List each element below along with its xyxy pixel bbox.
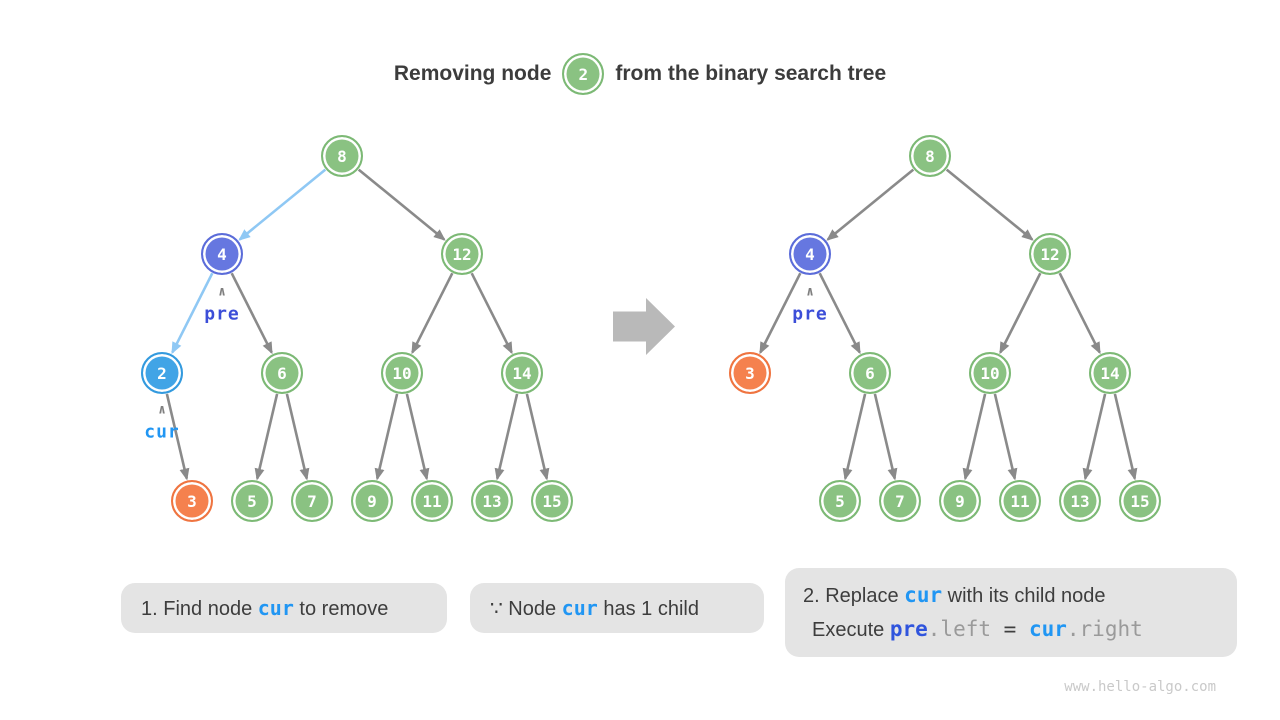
tree-node-left-4: 4 [201, 233, 243, 275]
tree-node-right-11: 11 [999, 480, 1041, 522]
tree-edge-right-4-3 [759, 272, 802, 355]
cur-keyword: cur [904, 583, 943, 607]
tree-edge-left-6-7 [285, 393, 310, 481]
tree-edge-right-8-12 [945, 168, 1034, 241]
tree-node-right-12: 12 [1029, 233, 1071, 275]
tree-node-right-4: 4 [789, 233, 831, 275]
pointer-label-pre-left: pre [204, 303, 240, 325]
tree-edge-left-10-11 [405, 393, 430, 481]
tree-edge-right-12-14 [1058, 272, 1101, 355]
title-prefix: Removing node [393, 62, 552, 85]
tree-node-left-13: 13 [471, 480, 513, 522]
pointer-label-cur-left: cur [144, 421, 180, 443]
pointer-caret-pre-right: ∧ [806, 284, 814, 300]
title-node-2: 2 [562, 53, 605, 95]
caption-3-line-1: 2. Replace cur with its child node [803, 583, 1106, 607]
caption-because: ∵ Node cur has 1 child [470, 583, 764, 633]
pre-keyword: pre [889, 617, 928, 641]
tree-node-left-5: 5 [231, 480, 273, 522]
tree-node-left-10: 10 [381, 352, 423, 394]
tree-node-right-3: 3 [729, 352, 771, 394]
tree-edge-left-2-3 [165, 393, 190, 481]
pointer-caret-pre-left: ∧ [218, 284, 226, 300]
tree-edge-left-8-12 [357, 168, 446, 241]
tree-node-left-11: 11 [411, 480, 453, 522]
right-attribute: right [1079, 617, 1143, 641]
tree-edge-right-6-7 [873, 393, 898, 481]
tree-node-left-12: 12 [441, 233, 483, 275]
tree-node-right-8: 8 [909, 135, 951, 177]
tree-edge-left-8-4 [238, 168, 327, 241]
tree-node-left-15: 15 [531, 480, 573, 522]
caption-step-1: 1. Find node cur to remove [121, 583, 447, 633]
caption-3-line-2: Execute pre.left = cur.right [812, 617, 1143, 641]
tree-edge-left-12-14 [470, 272, 513, 355]
tree-node-right-13: 13 [1059, 480, 1101, 522]
tree-node-right-5: 5 [819, 480, 861, 522]
tree-edge-left-14-15 [525, 393, 550, 481]
tree-node-right-15: 15 [1119, 480, 1161, 522]
cur-keyword: cur [561, 595, 598, 620]
caption-step-2: 2. Replace cur with its child node Execu… [785, 568, 1237, 657]
transition-arrow [613, 298, 675, 355]
tree-node-left-6: 6 [261, 352, 303, 394]
tree-edge-right-4-6 [818, 272, 861, 355]
tree-edge-right-8-4 [826, 168, 915, 241]
tree-node-left-9: 9 [351, 480, 393, 522]
cur-keyword: cur [257, 595, 294, 620]
watermark-hello-algo: www.hello-algo.com [1064, 679, 1216, 695]
pointer-caret-cur-left: ∧ [158, 402, 166, 418]
tree-edge-left-6-5 [254, 393, 279, 481]
tree-edge-left-4-2 [171, 272, 214, 355]
equals-sign: = [991, 617, 1029, 641]
tree-node-left-7: 7 [291, 480, 333, 522]
caption-2-text: ∵ Node cur has 1 child [490, 595, 699, 620]
tree-edge-right-10-9 [962, 393, 987, 481]
diagram-title: Removing node 2 from the binary search t… [0, 48, 1280, 100]
tree-edge-left-14-13 [494, 393, 519, 481]
tree-node-left-8: 8 [321, 135, 363, 177]
tree-node-right-6: 6 [849, 352, 891, 394]
tree-node-right-7: 7 [879, 480, 921, 522]
tree-node-left-2: 2 [141, 352, 183, 394]
tree-edge-left-10-9 [374, 393, 399, 481]
tree-edge-left-12-10 [411, 272, 454, 355]
tree-edge-right-12-10 [999, 272, 1042, 355]
left-attribute: left [940, 617, 991, 641]
tree-edge-right-10-11 [993, 393, 1018, 481]
tree-edge-right-14-15 [1113, 393, 1138, 481]
title-suffix: from the binary search tree [615, 62, 887, 85]
tree-node-left-3: 3 [171, 480, 213, 522]
tree-node-right-9: 9 [939, 480, 981, 522]
tree-edge-right-6-5 [842, 393, 867, 481]
tree-node-left-14: 14 [501, 352, 543, 394]
tree-edge-right-14-13 [1082, 393, 1107, 481]
cur-keyword: cur [1028, 617, 1067, 641]
pointer-label-pre-right: pre [792, 303, 828, 325]
caption-1-text: 1. Find node cur to remove [141, 595, 389, 620]
tree-node-right-14: 14 [1089, 352, 1131, 394]
tree-node-right-10: 10 [969, 352, 1011, 394]
tree-edge-left-4-6 [230, 272, 273, 355]
